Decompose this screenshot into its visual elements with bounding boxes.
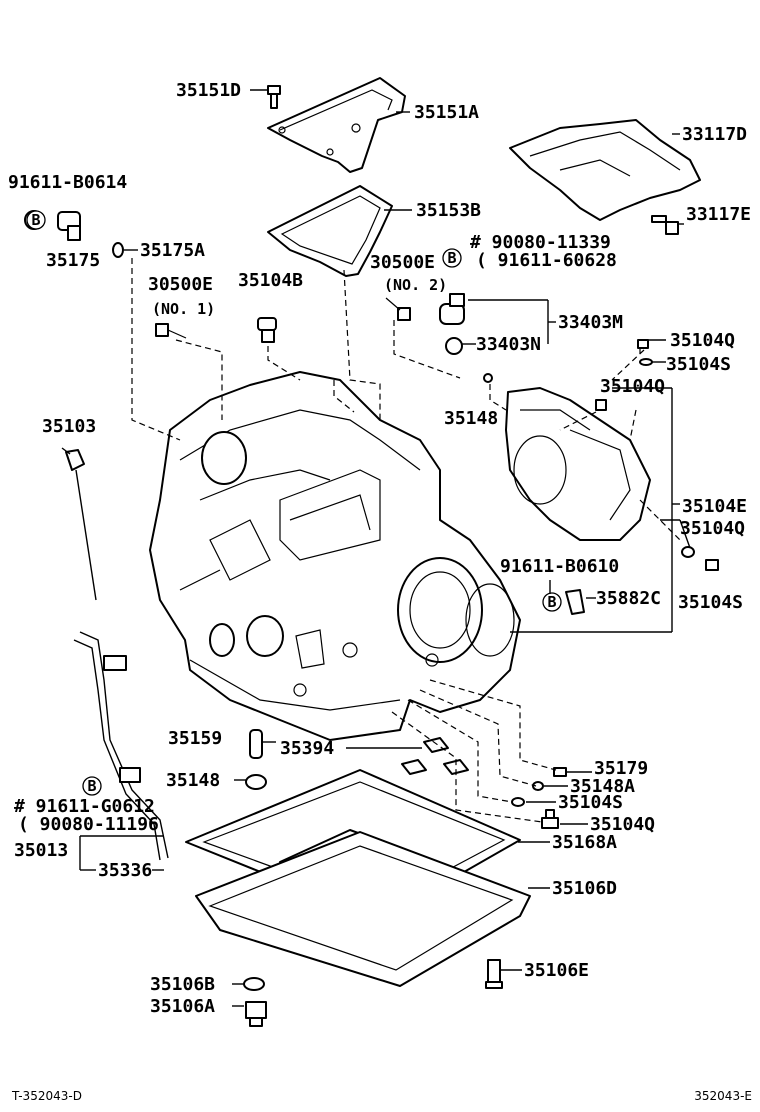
label-35104s-c: 35104S	[558, 792, 623, 813]
label-91611-b0610: 91611-B0610	[500, 556, 619, 577]
gasket-35153b	[267, 185, 393, 277]
bolt-35151d	[267, 85, 281, 109]
label-35179: 35179	[594, 758, 648, 779]
part-labels: 35151D 35151A 33117D 91611-B0614 35153B …	[8, 80, 751, 1017]
o-ring-35175a	[112, 242, 124, 258]
washer-35148a	[532, 781, 544, 791]
bolt-35104q-mid	[595, 399, 607, 411]
alignment-lines	[131, 258, 681, 823]
bolt-35106e	[485, 959, 503, 989]
svg-text:B: B	[87, 777, 96, 795]
bolt-35104q-lower	[541, 809, 559, 829]
bolt-33117e	[651, 215, 679, 235]
o-ring-35104s-lower	[511, 797, 525, 807]
label-33117d: 33117D	[682, 124, 747, 145]
converter-housing	[505, 387, 651, 541]
footer-right-code: 352043-E	[694, 1089, 752, 1103]
bolt-35104q-right	[681, 546, 719, 571]
label-35175a: 35175A	[140, 240, 205, 261]
plug-33403m	[439, 293, 465, 325]
label-35153b: 35153B	[416, 200, 481, 221]
label-35148-b: 35148	[166, 770, 220, 791]
label-35106a: 35106A	[150, 996, 215, 1017]
label-35151a: 35151A	[414, 102, 479, 123]
marker-b-4: B	[82, 776, 102, 796]
label-35106e: 35106E	[524, 960, 589, 981]
sensor-30500e-no1	[155, 323, 187, 339]
label-35168a: 35168A	[552, 832, 617, 853]
label-90080-11339: # 90080-11339	[470, 232, 611, 253]
label-35104q-c: 35104Q	[680, 518, 745, 539]
dipstick-35103	[65, 449, 97, 601]
dipstick-tube-35013	[73, 631, 169, 861]
seal-33403n	[445, 337, 463, 355]
label-35103: 35103	[42, 416, 96, 437]
label-30500e-no2: 30500E	[370, 252, 435, 273]
label-30500e-no1: 30500E	[148, 274, 213, 295]
label-91611-b0614: 91611-B0614	[8, 172, 127, 193]
label-35104b: 35104B	[238, 270, 303, 291]
label-35106d: 35106D	[552, 878, 617, 899]
svg-text:B: B	[31, 211, 40, 229]
cover-plate-35151a	[267, 77, 406, 173]
plug-35179	[553, 767, 567, 777]
footer-left-code: T-352043-D	[11, 1089, 82, 1103]
bracket-35882c	[565, 589, 585, 615]
label-35148-a: 35148	[444, 408, 498, 429]
marker-b-1: B	[26, 210, 46, 230]
label-35104q-b: 35104Q	[600, 376, 665, 397]
washer-35148-upper	[483, 373, 493, 383]
label-35882c: 35882C	[596, 588, 661, 609]
label-35104q-a: 35104Q	[670, 330, 735, 351]
label-35151d: 35151D	[176, 80, 241, 101]
label-91611-60628: ( 91611-60628	[476, 250, 617, 271]
label-35104s-a: 35104S	[666, 354, 731, 375]
label-no2: (NO. 2)	[384, 276, 447, 294]
label-90080-11196: ( 90080-11196	[18, 814, 159, 835]
label-35175: 35175	[46, 250, 100, 271]
label-33403m: 33403M	[558, 312, 623, 333]
label-35013: 35013	[14, 840, 68, 861]
label-35106b: 35106B	[150, 974, 215, 995]
label-35104e: 35104E	[682, 496, 747, 517]
svg-text:B: B	[447, 249, 456, 267]
leader-lines	[61, 89, 691, 1007]
heat-shield-33117d	[509, 119, 701, 221]
label-35148a: 35148A	[570, 776, 635, 797]
label-33403n: 33403N	[476, 334, 541, 355]
pin-35159	[249, 729, 263, 759]
bolt-35104q-upper	[637, 339, 653, 366]
oil-pan-35106d	[195, 831, 531, 987]
label-35104q-d: 35104Q	[590, 814, 655, 835]
label-91611-g0612: # 91611-G0612	[14, 796, 155, 817]
label-35104s-b: 35104S	[678, 592, 743, 613]
label-35394: 35394	[280, 738, 334, 759]
gasket-35106b	[243, 977, 265, 991]
washer-35148-lower	[245, 774, 267, 790]
marker-b-2: B	[442, 248, 462, 268]
sensor-30500e-no2	[385, 297, 411, 321]
label-35336: 35336	[98, 860, 152, 881]
svg-text:B: B	[547, 593, 556, 611]
label-35159: 35159	[168, 728, 222, 749]
drain-plug-35106a	[245, 1001, 267, 1027]
label-33117e: 33117E	[686, 204, 751, 225]
label-no1: (NO. 1)	[152, 300, 215, 318]
plug-35104b	[257, 317, 277, 343]
magnets-35394	[401, 737, 469, 775]
marker-b-3: B	[542, 592, 562, 612]
transaxle-case	[149, 371, 521, 741]
